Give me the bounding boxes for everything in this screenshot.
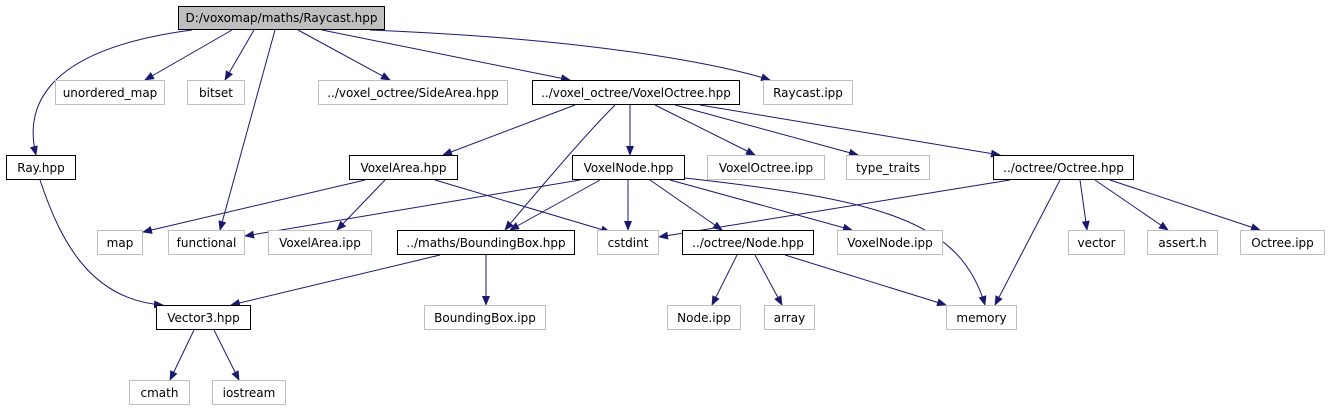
node-voxeloctree-ipp[interactable]: VoxelOctree.ipp [707,155,825,180]
edge-octree-hpp-to-memory [994,179,1061,306]
node-vector3-hpp[interactable]: Vector3.hpp [156,305,251,330]
node-functional[interactable]: functional [168,230,245,255]
node-voxelnode-ipp[interactable]: VoxelNode.ipp [837,230,943,255]
edge-raycast-hpp-to-bitset [224,29,255,81]
edge-voxelarea-hpp-to-map [142,179,366,234]
edge-ray-hpp-to-vector3-hpp [39,179,164,309]
edge-node-hpp-to-array [754,254,783,306]
edge-voxelnode-hpp-to-node-hpp [649,179,723,231]
node-raycast-hpp[interactable]: D:/voxomap/maths/Raycast.hpp [178,6,385,30]
edge-raycast-hpp-to-ray-hpp [29,29,193,156]
edge-boundingbox-hpp-to-vector3-hpp [230,254,441,307]
node-map[interactable]: map [97,230,143,255]
edge-voxeloctree-hpp-to-voxeloctree-ipp [654,104,756,156]
node-ray-hpp[interactable]: Ray.hpp [6,155,76,180]
node-iostream[interactable]: iostream [212,380,286,405]
edge-voxelnode-hpp-to-boundingbox-hpp [509,179,601,231]
edge-vector3-hpp-to-iostream [213,329,240,381]
edge-voxeloctree-hpp-to-voxelarea-hpp [442,104,576,156]
edge-raycast-hpp-to-unordered-map [144,29,233,81]
edge-vector3-hpp-to-cmath [169,329,195,381]
edge-voxeloctree-hpp-to-type-traits [674,104,859,157]
node-assert-h[interactable]: assert.h [1147,230,1218,255]
edge-raycast-hpp-to-sidearea-hpp [297,29,391,81]
node-vector[interactable]: vector [1068,230,1125,255]
edge-voxeloctree-hpp-to-octree-hpp [699,104,1001,158]
edge-voxelarea-hpp-to-cstdint [434,179,611,234]
node-boundingbox-hpp[interactable]: ../maths/BoundingBox.hpp [397,230,575,255]
edge-voxelnode-hpp-to-memory [684,177,987,306]
edge-voxelnode-hpp-to-functional [244,179,581,239]
node-octree-ipp[interactable]: Octree.ipp [1240,230,1325,255]
node-type-traits[interactable]: type_traits [846,155,930,180]
node-cmath[interactable]: cmath [129,380,190,405]
edge-octree-hpp-to-cstdint [658,179,1011,240]
edge-voxeloctree-hpp-to-boundingbox-hpp [504,104,616,231]
edge-raycast-hpp-to-raycast-ipp [369,29,771,81]
node-boundingbox-ipp[interactable]: BoundingBox.ipp [424,305,546,330]
node-octree-hpp[interactable]: ../octree/Octree.hpp [993,155,1134,180]
node-node-hpp[interactable]: ../octree/Node.hpp [682,230,814,255]
node-voxelarea-ipp[interactable]: VoxelArea.ipp [268,230,372,255]
edge-raycast-hpp-to-voxeloctree-hpp [321,29,571,83]
node-cstdint[interactable]: cstdint [597,230,659,255]
node-node-ipp[interactable]: Node.ipp [667,305,741,330]
node-memory[interactable]: memory [946,305,1017,330]
edge-node-hpp-to-memory [784,254,947,307]
edge-octree-hpp-to-vector [1079,179,1090,231]
node-raycast-ipp[interactable]: Raycast.ipp [763,80,853,105]
edge-node-hpp-to-node-ipp [711,254,738,306]
node-bitset[interactable]: bitset [187,80,245,105]
edge-octree-hpp-to-octree-ipp [1109,179,1261,231]
node-array[interactable]: array [764,305,815,330]
edge-raycast-hpp-to-functional [218,29,276,231]
node-voxelnode-hpp[interactable]: VoxelNode.hpp [572,155,685,180]
edge-octree-hpp-to-assert-h [1094,179,1169,231]
node-voxeloctree-hpp[interactable]: ../voxel_octree/VoxelOctree.hpp [532,80,740,105]
edge-voxelnode-hpp-to-voxelnode-ipp [669,179,853,232]
node-voxelarea-hpp[interactable]: VoxelArea.hpp [349,155,458,180]
edge-voxelarea-hpp-to-voxelarea-ipp [336,179,386,231]
node-sidearea-hpp[interactable]: ../voxel_octree/SideArea.hpp [318,80,508,105]
node-unordered-map[interactable]: unordered_map [55,80,165,105]
